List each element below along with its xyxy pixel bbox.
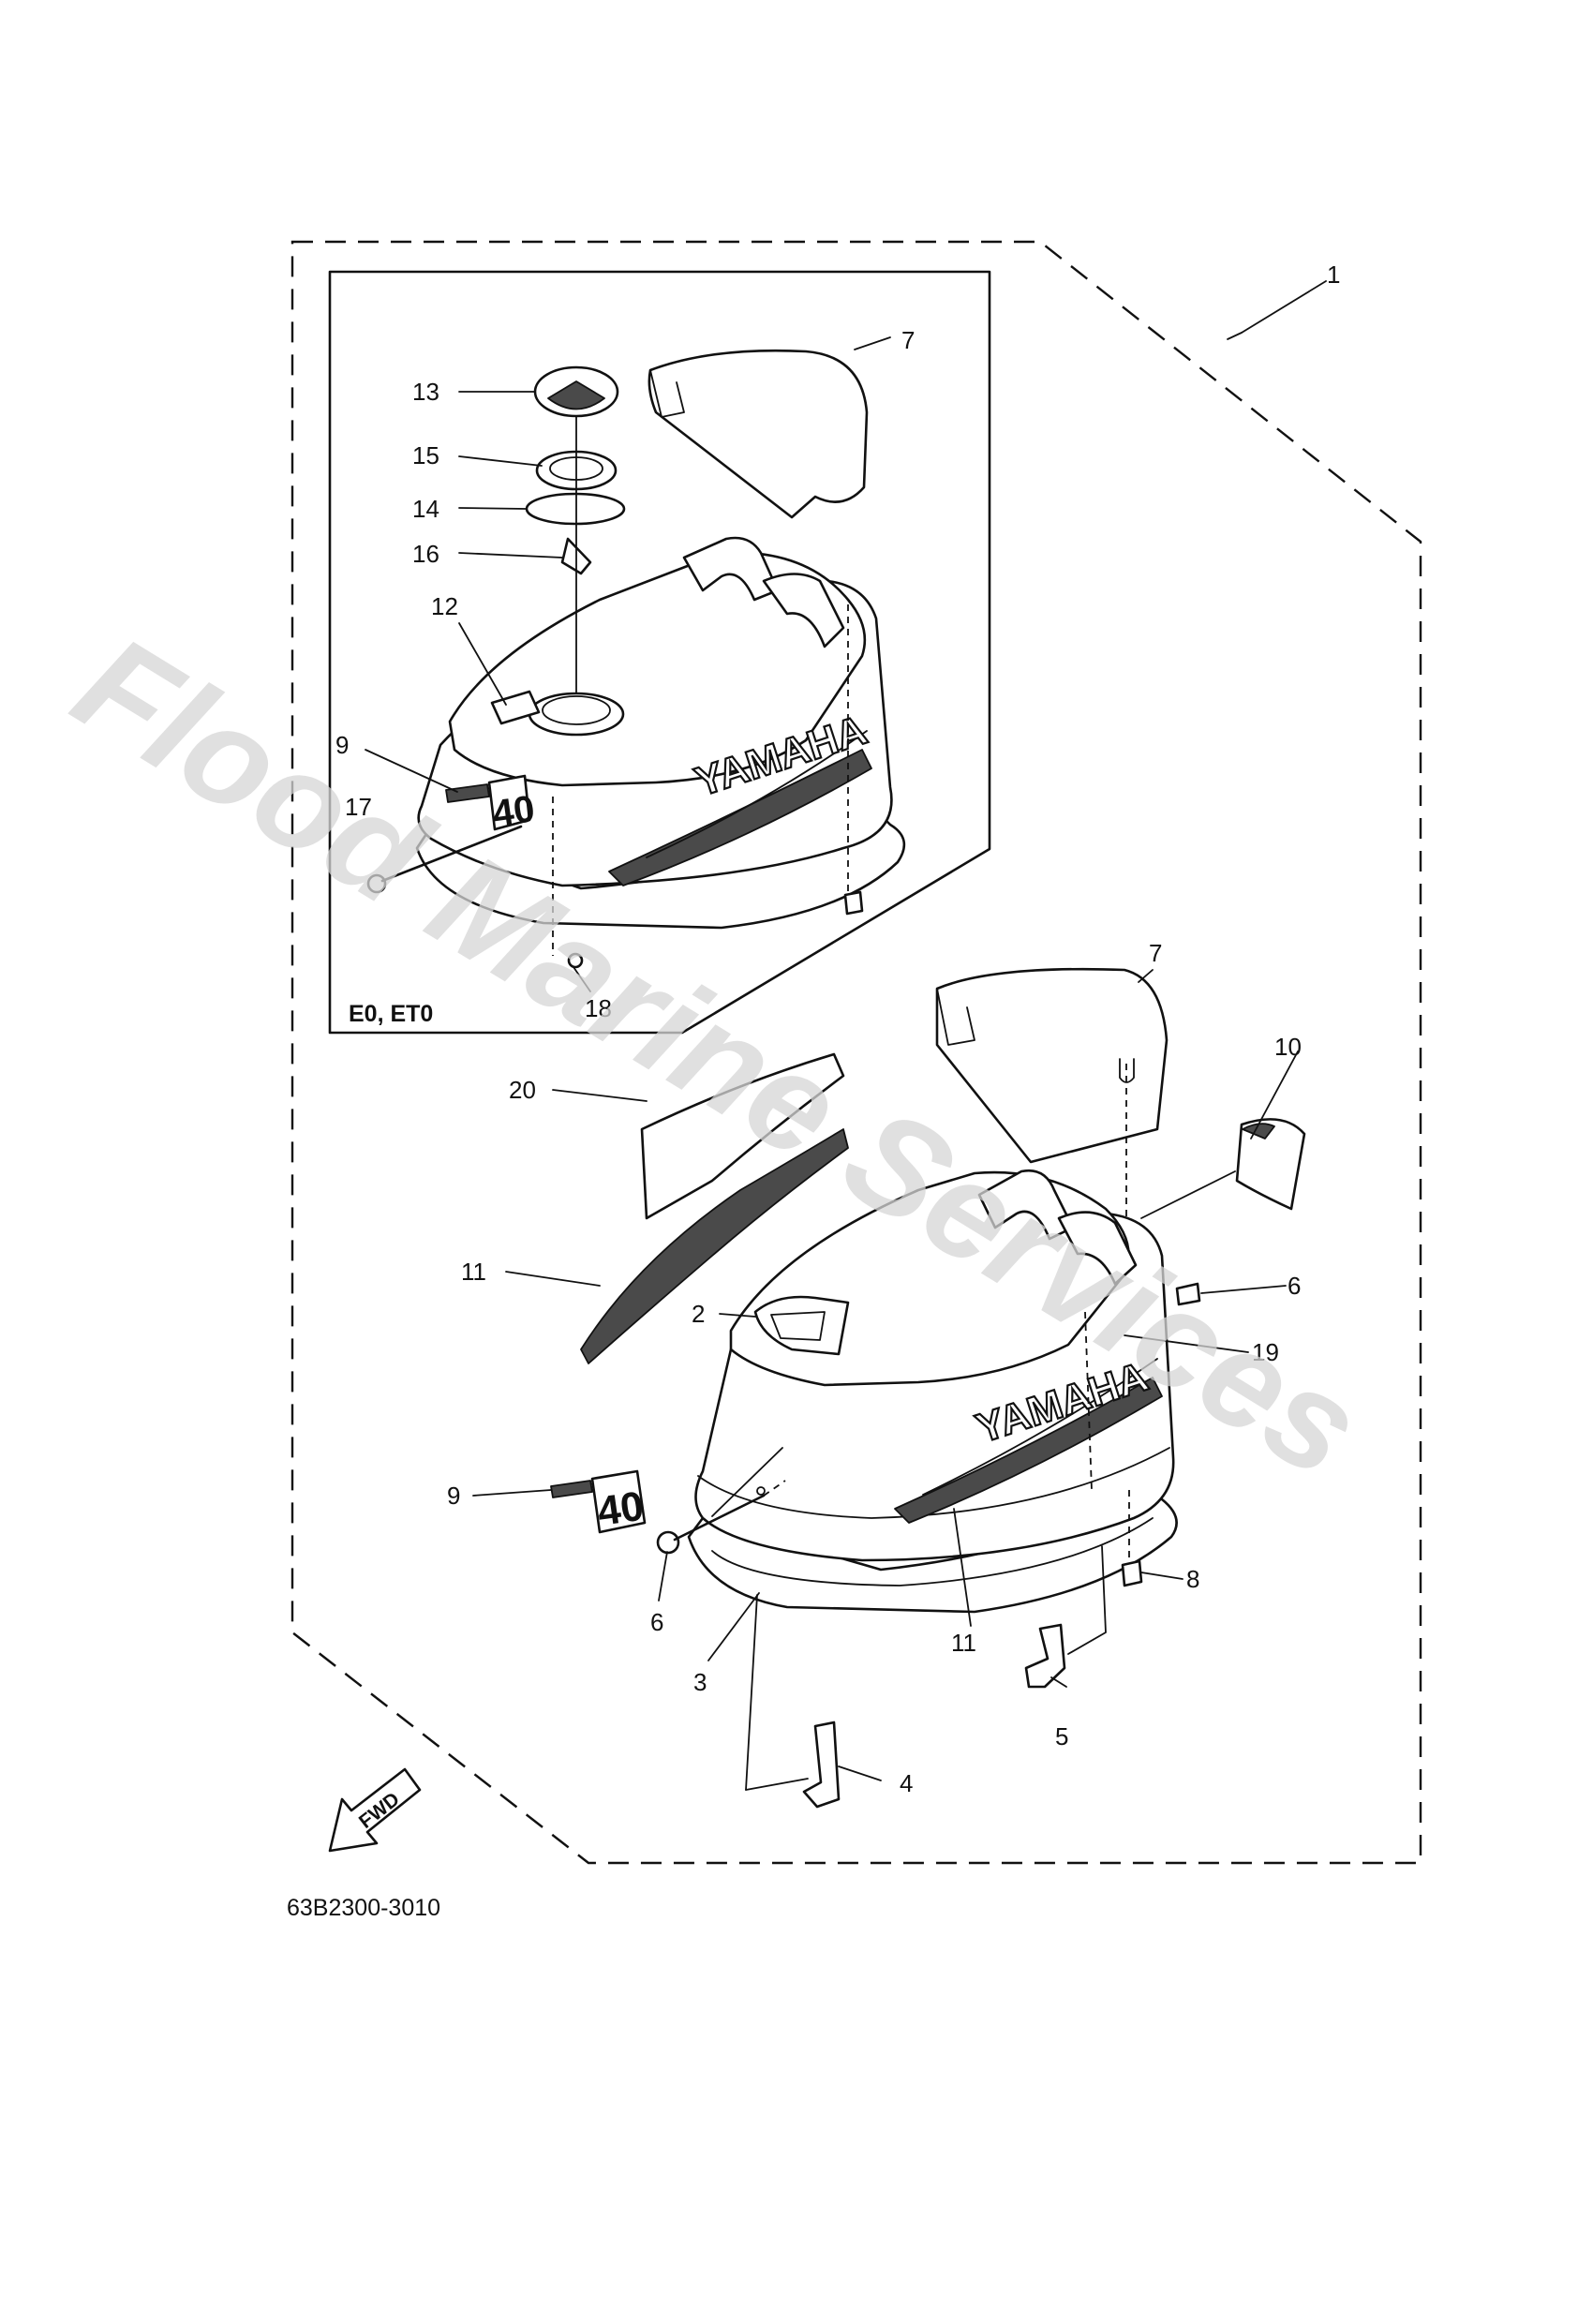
inset-frame (328, 270, 991, 1035)
inset-bolt (843, 890, 864, 916)
callout-14: 14 (412, 495, 439, 523)
fwd-arrow (328, 1767, 422, 1853)
callout-6-left: 6 (650, 1608, 663, 1636)
callout-3: 3 (693, 1668, 707, 1696)
callout-11-left: 11 (461, 1258, 486, 1286)
screw-6-left (656, 1530, 680, 1555)
bracket-4 (802, 1721, 841, 1809)
callout-17: 17 (345, 793, 372, 821)
inset-top-cowling (415, 536, 906, 930)
badge-9-main (550, 1480, 593, 1498)
inset-label: E0, ET0 (349, 1001, 433, 1027)
callout-6-right: 6 (1288, 1272, 1301, 1300)
inset-screw-17 (366, 873, 387, 894)
callout-5: 5 (1055, 1722, 1068, 1750)
inset-badge-number: 40 (490, 788, 537, 835)
decal-11-left (580, 1128, 849, 1364)
callout-9-main: 9 (447, 1482, 460, 1510)
callout-12: 12 (431, 592, 458, 620)
callout-8: 8 (1186, 1565, 1199, 1593)
callout-18: 18 (585, 994, 612, 1022)
callout-16: 16 (412, 540, 439, 568)
main-top-cover (935, 967, 1169, 1164)
bolt-8 (1121, 1559, 1143, 1587)
main-cowling (694, 1169, 1175, 1562)
callout-11-bottom: 11 (951, 1629, 976, 1657)
fwd-label: FWD (355, 1788, 404, 1833)
inset-top-cover (648, 349, 869, 519)
callout-2: 2 (692, 1300, 705, 1328)
callout-9-inset: 9 (335, 731, 349, 759)
callout-13: 13 (412, 378, 439, 406)
decal-10 (1235, 1118, 1306, 1211)
decal-20 (640, 1052, 845, 1220)
inset-gasket-14 (525, 492, 626, 526)
callout-10: 10 (1274, 1033, 1302, 1061)
callout-19: 19 (1252, 1338, 1279, 1366)
callout-7-inset: 7 (901, 326, 915, 354)
bracket-5 (1024, 1623, 1066, 1689)
main-badge-number: 40 (595, 1483, 647, 1535)
callout-7-main: 7 (1149, 939, 1162, 967)
callout-20: 20 (509, 1076, 536, 1104)
inset-grommet-18 (567, 952, 584, 969)
callout-4: 4 (900, 1769, 913, 1797)
callout-15: 15 (412, 441, 439, 469)
screw-6-right (1175, 1282, 1201, 1306)
callout-1: 1 (1327, 261, 1340, 289)
diagram-code: 63B2300-3010 (287, 1895, 440, 1921)
